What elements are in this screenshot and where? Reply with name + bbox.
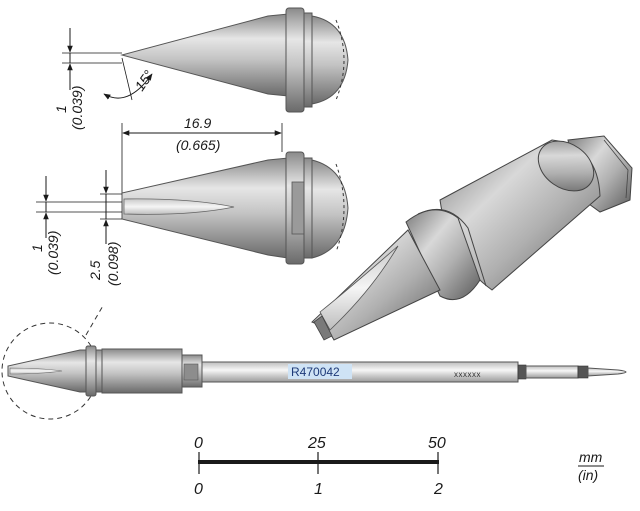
part-number: R470042 — [291, 365, 340, 379]
side-view-blade — [123, 198, 235, 215]
length-dimension: 16.9 (0.665) — [121, 115, 283, 196]
perspective-sleeve-end — [537, 140, 595, 192]
scale-mm-0: 0 — [194, 435, 203, 452]
scale-unit-in: (in) — [578, 467, 598, 483]
top-view-socket-hidden-edge — [335, 19, 345, 101]
scale-in-2: 2 — [433, 481, 443, 498]
scale-mm-25: 25 — [307, 435, 326, 452]
length-inch: (0.665) — [176, 137, 220, 153]
top-tip-width-inch: (0.039) — [69, 86, 85, 130]
top-angle-value: 15° — [131, 67, 156, 94]
length-value: 16.9 — [184, 115, 211, 131]
side-view: 1 (0.039) 2.5 (0.098) — [29, 151, 349, 286]
perspective-view — [311, 135, 633, 341]
cartridge-sleeve — [101, 348, 183, 394]
side-view-collar-ring — [303, 157, 313, 259]
side-thickness-value: 1 — [29, 244, 45, 252]
full-cartridge: R470042 xxxxxx — [1, 303, 627, 420]
scale-bar: 0 25 50 0 1 2 mm (in) — [194, 435, 604, 498]
top-view: 1 (0.039) 15° — [53, 7, 349, 130]
top-view-socket — [311, 15, 349, 105]
scale-in-0: 0 — [194, 481, 203, 498]
perspective-blade — [319, 245, 399, 331]
side-view-socket — [311, 159, 349, 259]
side-view-nut — [291, 181, 305, 235]
scale-mm-50: 50 — [428, 435, 446, 452]
side-blade-inch: (0.098) — [105, 242, 121, 286]
side-blade-value: 2.5 — [87, 260, 103, 281]
scale-unit-mm: mm — [579, 449, 603, 465]
cartridge-marking: xxxxxx — [454, 370, 481, 379]
top-tip-width-value: 1 — [53, 105, 69, 113]
top-view-collar-ring — [303, 12, 313, 108]
top-view-collar — [285, 7, 305, 113]
part-number-label-bg — [288, 364, 352, 379]
scale-in-1: 1 — [314, 481, 323, 498]
side-thickness-inch: (0.039) — [45, 231, 61, 275]
